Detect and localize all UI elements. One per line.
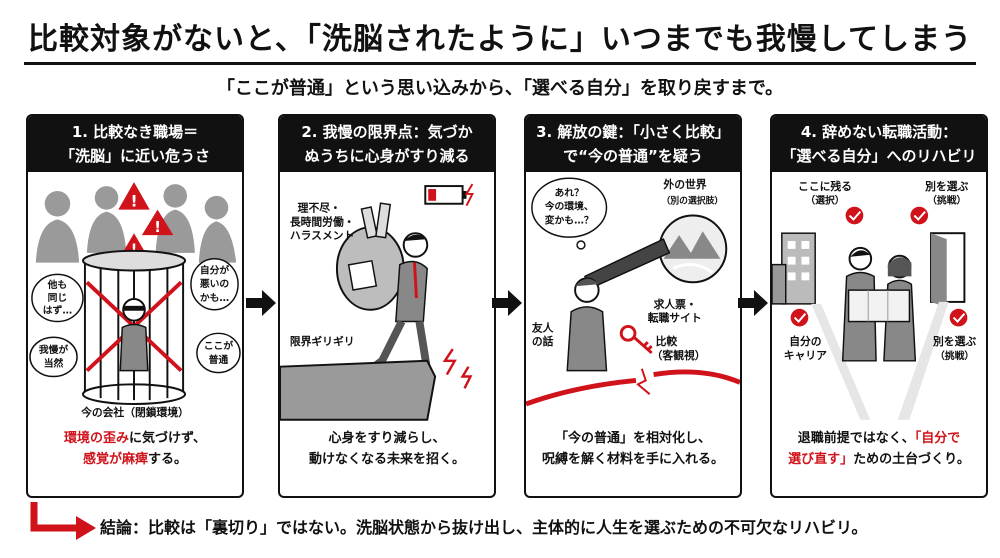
- outside-world-icon: [658, 214, 728, 284]
- jobs-line2: 転職サイト: [648, 312, 702, 325]
- panel-1-header-line1: 1. 比較なき職場＝: [71, 123, 199, 141]
- panel-1-foot-rest1: に気づけず、: [128, 431, 207, 446]
- bubble-a-line1: 他も: [47, 278, 68, 291]
- conclusion-text: 結論：比較は「裏切り」ではない。洗脳状態から抜け出し、主体的に人生を選ぶための不…: [100, 518, 868, 537]
- panel-3-foot-line1: 「今の普通」を相対化し、: [554, 431, 711, 446]
- panel-1-illustration: ! ! !: [28, 172, 242, 422]
- thought-line3: 変かも…？: [545, 213, 594, 226]
- burden-line1: 理不尽・: [298, 202, 341, 215]
- choose-other-line2: （挑戦）: [927, 194, 966, 207]
- panel-2-foot-line2: 動けなくなる未来を招く。: [308, 452, 465, 467]
- title-divider: [24, 62, 976, 65]
- panel-4-foot-red1: 「自分で: [914, 431, 961, 446]
- panel-4-header-line1: 4. 辞めない転職活動：: [800, 123, 958, 141]
- stay-line1: ここに残る: [798, 180, 852, 193]
- conclusion-arrow-icon: [28, 500, 98, 544]
- outside-sub-label: （別の選択肢）: [661, 195, 723, 207]
- arrow-right-icon: [492, 290, 522, 316]
- cage-illustration: ! ! !: [29, 182, 241, 419]
- bubble-b-line2: 悪いの: [200, 278, 230, 290]
- panel-3-header: 3. 解放の鍵：「小さく比較」 で“今の普通”を疑う: [526, 116, 740, 172]
- panel-2-caption: 心身をすり減らし、 動けなくなる未来を招く。: [284, 428, 490, 470]
- bubble-d-line2: 普通: [209, 353, 229, 366]
- panel-2-header: 2. 我慢の限界点：気づか ぬうちに心身がすり減る: [280, 116, 494, 172]
- choose-other-line1: 別を選ぶ: [924, 180, 968, 193]
- panel-2: 2. 我慢の限界点：気づか ぬうちに心身がすり減る: [278, 114, 496, 498]
- panel-4-foot-rest: ための土台づくり。: [853, 452, 970, 467]
- panel-2-foot-line1: 心身をすり減らし、: [328, 431, 446, 446]
- career-line1: 自分の: [789, 335, 822, 348]
- panel-1-header-line2: 「洗脳」に近い危うさ: [59, 147, 210, 165]
- panel-1-caption: 環境の歪みに気づけず、 感覚が麻痺する。: [32, 428, 238, 470]
- telescope-illustration: あれ？ 今の環境、 変かも…？ 外の世界 （別の選択肢） 求人票・ 転職サイト …: [526, 177, 740, 407]
- panel-1-foot-red1: 環境の歪み: [63, 431, 129, 446]
- panel-1-header: 1. 比較なき職場＝ 「洗脳」に近い危うさ: [28, 116, 242, 172]
- choice-illustration: ここに残る （選択） 別を選ぶ （挑戦） 自分の キャリア 別を選ぶ （挑戦）: [772, 180, 976, 420]
- bubble-b-line1: 自分が: [200, 263, 230, 276]
- panel-2-illustration: 理不尽・ 長時間労働・ ハラスメント 限界ギリギリ: [280, 172, 494, 422]
- choose-other2-line1: 別を選ぶ: [932, 335, 976, 348]
- panel-3-illustration: あれ？ 今の環境、 変かも…？ 外の世界 （別の選択肢） 求人票・ 転職サイト …: [526, 172, 740, 422]
- arrow-right-icon: [246, 290, 276, 316]
- burden-line2: 長時間労働・: [290, 215, 355, 228]
- svg-text:!: !: [130, 192, 137, 211]
- bubble-d-line1: ここが: [204, 339, 234, 352]
- building-icon: [772, 232, 816, 305]
- jobs-line1: 求人票・: [654, 298, 697, 311]
- burden-line3: ハラスメント: [290, 229, 354, 242]
- panel-2-header-line1: 2. 我慢の限界点：気づか: [301, 123, 473, 141]
- check-icon: [790, 206, 968, 327]
- page-subtitle: 「ここが普通」という思い込みから、「選べる自分」を取り戻すまで。: [216, 78, 784, 99]
- friend-line2: の話: [532, 335, 554, 348]
- career-line2: キャリア: [784, 349, 827, 362]
- panel-4: 4. 辞めない転職活動： 「選べる自分」へのリハビリ: [770, 114, 988, 498]
- arrow-right-icon: [738, 290, 768, 316]
- bubble-c-line1: 我慢が: [39, 343, 69, 356]
- map-icon: [847, 289, 911, 323]
- panel-1: 1. 比較なき職場＝ 「洗脳」に近い危うさ ! ! !: [26, 114, 244, 498]
- panel-4-foot-red2: 選び直す」: [788, 452, 854, 467]
- page-title: 比較対象がないと、「洗脳されたように」いつまでも我慢してしまう: [28, 22, 972, 57]
- panel-1-foot-rest2: する。: [148, 452, 188, 467]
- panel-2-header-line2: ぬうちに心身がすり減る: [304, 147, 470, 165]
- bubble-a-line3: はず…: [43, 304, 73, 317]
- bubble-b-line3: かも…: [200, 292, 230, 304]
- thought-line2: 今の環境、: [544, 200, 594, 213]
- compare-line1: 比較: [656, 335, 678, 348]
- panel-4-caption: 退職前提ではなく、「自分で 選び直す」ための土台づくり。: [776, 428, 982, 470]
- friend-line1: 友人: [531, 321, 554, 334]
- broken-chain-icon: [526, 369, 740, 407]
- exhausted-worker-illustration: 理不尽・ 長時間労働・ ハラスメント 限界ギリギリ: [280, 183, 474, 421]
- panel-4-header: 4. 辞めない転職活動： 「選べる自分」へのリハビリ: [772, 116, 986, 172]
- panel-1-foot-red2: 感覚が麻痺: [82, 452, 148, 467]
- svg-text:!: !: [154, 219, 161, 236]
- bubble-c-line2: 当然: [44, 357, 64, 370]
- panel-4-foot-line1: 退職前提ではなく、: [797, 431, 915, 446]
- thought-line1: あれ？: [554, 187, 583, 199]
- bubble-a-line2: 同じ: [48, 292, 68, 304]
- panel-3-header-line2: で“今の普通”を疑う: [563, 147, 703, 165]
- cage-caption: 今の会社（閉鎖環境）: [80, 406, 189, 419]
- panel-3-header-line1: 3. 解放の鍵：「小さく比較」: [536, 123, 730, 141]
- svg-text:!: !: [131, 242, 137, 258]
- panel-3-caption: 「今の普通」を相対化し、 呪縛を解く材料を手に入れる。: [530, 428, 736, 470]
- door-icon: [930, 232, 966, 308]
- limit-label: 限界ギリギリ: [290, 335, 355, 348]
- choose-other2-line2: （挑戦）: [935, 349, 974, 362]
- panel-3: 3. 解放の鍵：「小さく比較」 で“今の普通”を疑う: [524, 114, 742, 498]
- key-icon: [619, 324, 653, 355]
- stress-icon: [442, 348, 473, 389]
- panel-4-header-line2: 「選べる自分」へのリハビリ: [781, 147, 977, 165]
- low-battery-icon: [424, 183, 474, 207]
- compare-line2: （客観視）: [652, 349, 706, 362]
- stay-line2: （選択）: [805, 194, 844, 207]
- outside-label: 外の世界: [662, 178, 706, 191]
- panel-4-illustration: ここに残る （選択） 別を選ぶ （挑戦） 自分の キャリア 別を選ぶ （挑戦）: [772, 172, 986, 422]
- panel-3-foot-line2: 呪縛を解く材料を手に入れる。: [541, 452, 724, 467]
